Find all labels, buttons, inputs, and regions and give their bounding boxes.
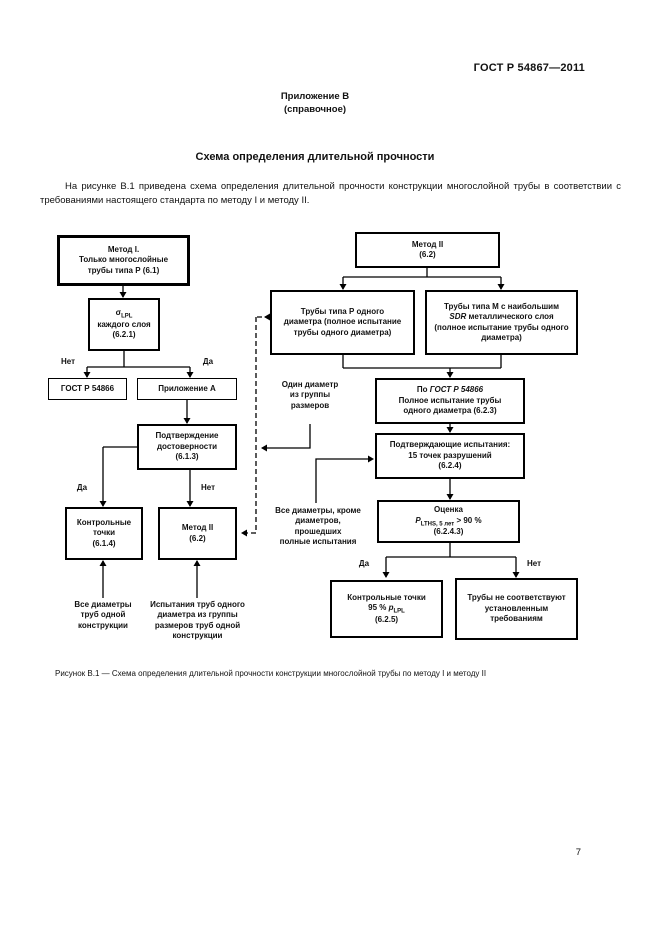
sdr-italic: SDR (449, 312, 467, 322)
page-title: Схема определения длительной прочности (195, 151, 435, 163)
sigma-lpl-box: σLPL каждого слоя (6.2.1) (88, 298, 160, 351)
pipes-type-m-box: Трубы типа М с наибольшим SDR металличес… (425, 290, 578, 355)
intro-paragraph: На рисунке В.1 приведена схема определен… (40, 181, 621, 206)
annotation-tests-one-diameter: Испытания труб одного диаметра из группы… (150, 600, 245, 641)
annotation-all-but-tested: Все диаметры, кроме диаметров, прошедших… (275, 506, 361, 547)
appendix-heading: Приложение В (справочное) (0, 90, 630, 116)
label-yes-2: Да (76, 483, 88, 492)
label-yes-3: Да (358, 559, 370, 568)
confirm-validity-box: Подтверждение достоверности (6.1.3) (137, 424, 237, 470)
method1-box: Метод I. Только многослойные трубы типа … (57, 235, 190, 286)
sigma-symbol: σ (115, 308, 122, 318)
confirm-tests-box: Подтверждающие испытания: 15 точек разру… (375, 433, 525, 479)
label-no-3: Нет (526, 559, 542, 568)
page-number: 7 (575, 847, 581, 858)
figure-caption: Рисунок В.1 — Схема определения длительн… (55, 669, 487, 678)
annotation-one-diameter: Один диаметр из группы размеров (281, 380, 339, 410)
control-points-95-box: Контрольные точки 95 % pLPL (6.2.5) (330, 580, 443, 638)
appendix-label: Приложение В (280, 91, 350, 102)
annotation-all-diameters: Все диаметры труб одной конструкции (74, 600, 132, 630)
gost-ref-italic: ГОСТ Р 54866 (429, 385, 484, 395)
method2-box: Метод II (6.2) (355, 232, 500, 268)
label-yes-1: Да (202, 357, 214, 366)
method2-ref-box: Метод II (6.2) (158, 507, 237, 560)
doc-number: ГОСТ Р 54867—2011 (473, 62, 585, 74)
pipes-type-p-box: Трубы типа Р одного диаметра (полное исп… (270, 290, 415, 355)
evaluation-box: Оценка PLTHS, 5 лет > 90 % (6.2.4.3) (377, 500, 520, 543)
gost-r-54866-box: ГОСТ Р 54866 (48, 378, 127, 400)
label-no-1: Нет (60, 357, 76, 366)
label-no-2: Нет (200, 483, 216, 492)
nonconform-box: Трубы не соответствуют установленным тре… (455, 578, 578, 640)
appendix-a-box: Приложение А (137, 378, 237, 400)
appendix-note: (справочное) (283, 104, 347, 115)
full-test-gost-box: По ГОСТ Р 54866 Полное испытание трубы о… (375, 378, 525, 424)
control-points-box: Контрольные точки (6.1.4) (65, 507, 143, 560)
